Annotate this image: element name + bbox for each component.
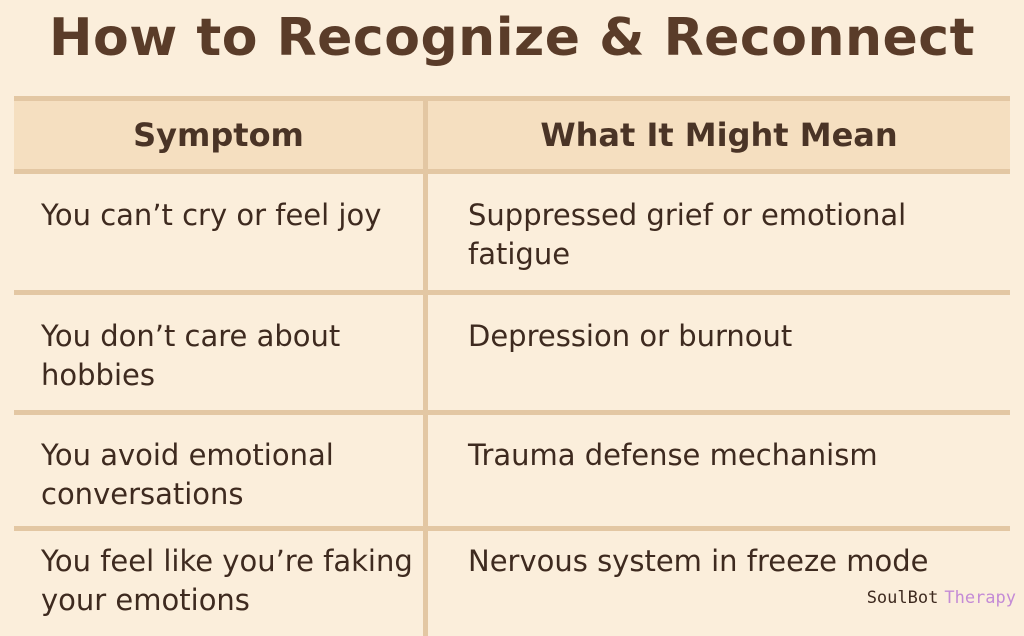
row4-symptom: You feel like you’re faking your emotion…: [41, 544, 413, 617]
row3-symptom: You avoid emotional conversations: [41, 438, 334, 511]
table-divider-row1: [14, 290, 1010, 295]
table-divider-header: [14, 169, 1010, 174]
row2-meaning: Depression or burnout: [468, 319, 793, 353]
table-header-row: [14, 101, 1010, 169]
watermark-brand: SoulBot: [866, 588, 939, 608]
table-border-top: [14, 96, 1010, 101]
row1-meaning: Suppressed grief or emotional fatigue: [468, 198, 907, 271]
row3-meaning: Trauma defense mechanism: [468, 438, 878, 472]
table-divider-row2: [14, 410, 1010, 415]
watermark-sub: Therapy: [944, 588, 1016, 608]
table-divider-row3: [14, 526, 1010, 531]
page-title: How to Recognize & Reconnect: [49, 8, 975, 68]
symptom-table: Symptom What It Might Mean You can’t cry…: [14, 96, 1010, 636]
table-column-divider: [423, 96, 428, 636]
row1-symptom: You can’t cry or feel joy: [41, 198, 382, 232]
row2-symptom: You don’t care about hobbies: [41, 319, 341, 392]
header-meaning: What It Might Mean: [540, 116, 898, 154]
row4-meaning: Nervous system in freeze mode: [468, 544, 929, 578]
header-symptom: Symptom: [133, 116, 304, 154]
